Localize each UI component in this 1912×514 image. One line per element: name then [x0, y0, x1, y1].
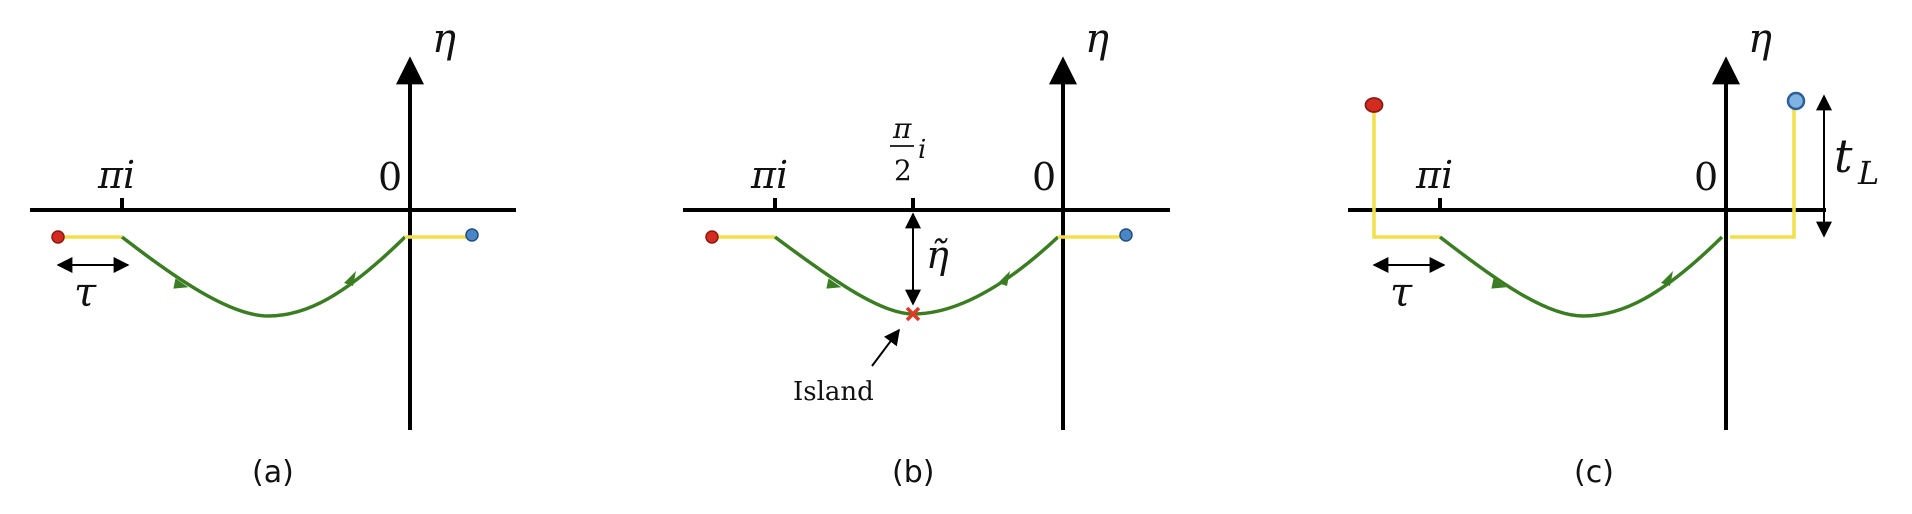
panel-a-pi-tick-label: πi [97, 153, 135, 197]
panel-b-island-pointer [871, 328, 900, 367]
panel-c-green-contour [1438, 235, 1724, 318]
panel-a: η πi 0 τ (a) [30, 16, 516, 490]
panel-c-caption: (c) [1574, 455, 1614, 490]
panel-c-tL-label: t [1834, 129, 1853, 183]
panel-b: η πi π 2 i 0 η̃ Island (b) [683, 16, 1170, 490]
panel-a-right-blue-point [465, 228, 479, 242]
panel-c-pi-tick-label: πi [1415, 153, 1453, 197]
panel-b-zero-label: 0 [1032, 155, 1056, 199]
panel-b-half-pi-denominator: 2 [894, 154, 912, 187]
panel-b-island-marker [905, 306, 921, 322]
panel-c-eta-label: η [1748, 16, 1772, 62]
panel-b-half-pi-numerator: π [892, 112, 912, 145]
panel-b-eta-tilde-label: η̃ [926, 233, 949, 277]
panel-b-right-blue-point [1119, 228, 1133, 242]
panel-b-pi-tick-label: πi [750, 153, 788, 197]
panel-a-green-contour [120, 235, 407, 318]
panel-a-tau-label: τ [74, 270, 97, 316]
panel-a-contour-arrow-left [173, 278, 189, 289]
panel-a-zero-label: 0 [378, 155, 402, 199]
panel-c-contour-arrow-left [1491, 278, 1507, 289]
panel-c-contour-arrow-right [1661, 271, 1673, 286]
panel-a-contour-arrow-right [344, 271, 356, 286]
panel-b-eta-label: η [1085, 16, 1109, 62]
panel-b-caption: (b) [892, 455, 934, 490]
panel-c-right-yellow-path [1730, 106, 1796, 239]
panel-a-eta-label: η [432, 16, 456, 62]
panel-a-left-red-point [51, 230, 65, 244]
panel-c-right-blue-point [1786, 91, 1806, 111]
panel-b-contour-arrow-left [826, 278, 842, 289]
panel-a-caption: (a) [252, 455, 294, 490]
panel-c: η πi 0 τ t L (c) [1348, 16, 1879, 490]
panel-b-green-contour [773, 235, 1060, 316]
panel-c-left-red-point [1364, 97, 1384, 113]
panel-c-tau-label: τ [1390, 270, 1413, 316]
panel-b-half-pi-suffix: i [918, 135, 926, 165]
panel-c-zero-label: 0 [1694, 155, 1718, 199]
panel-c-tL-subscript: L [1857, 154, 1879, 192]
panel-b-contour-arrow-right [998, 271, 1010, 286]
panel-c-left-yellow-path [1372, 106, 1440, 239]
panel-b-island-label: Island [793, 377, 874, 407]
panel-b-left-red-point [705, 230, 719, 244]
